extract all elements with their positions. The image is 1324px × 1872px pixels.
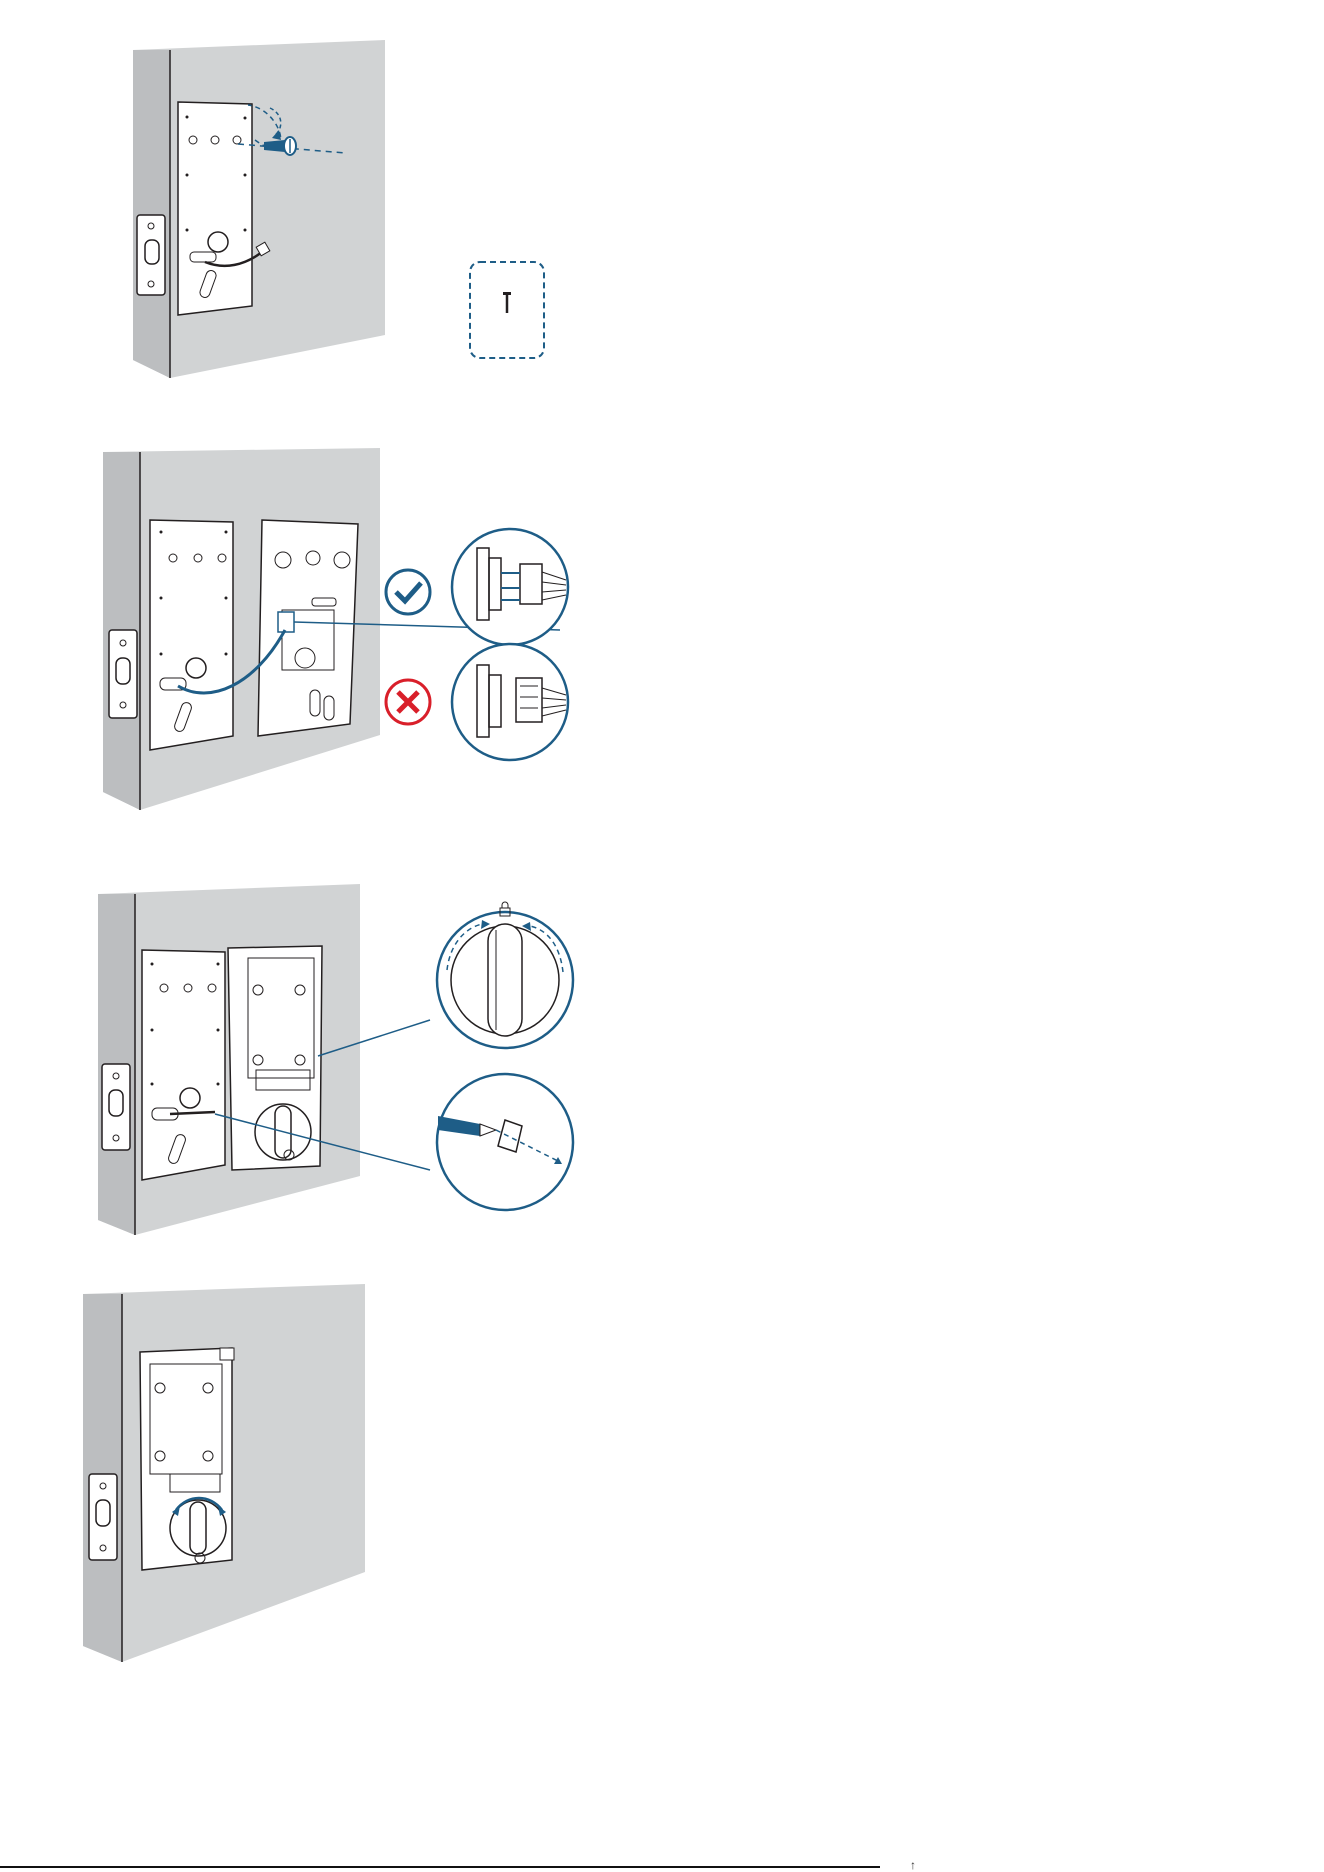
connector-socket [278, 612, 294, 632]
thumb-turn-detail [437, 902, 573, 1048]
connector-correct-detail [452, 529, 568, 645]
step-2-illustration [0, 440, 700, 820]
connector-wrong-detail [452, 644, 568, 760]
door-face [133, 40, 385, 378]
step-3-illustration [0, 880, 700, 1250]
door-edge [133, 50, 170, 378]
screw-part-icon [503, 292, 511, 313]
footer-rule [0, 1866, 880, 1868]
cross-icon [386, 680, 430, 724]
step-1-illustration [0, 30, 700, 390]
step-4-illustration [0, 1280, 700, 1670]
footer-mark: ↑ [910, 1858, 916, 1872]
check-icon [386, 570, 430, 614]
screwdriver-detail [437, 1074, 573, 1210]
mounting-plate [178, 102, 252, 315]
